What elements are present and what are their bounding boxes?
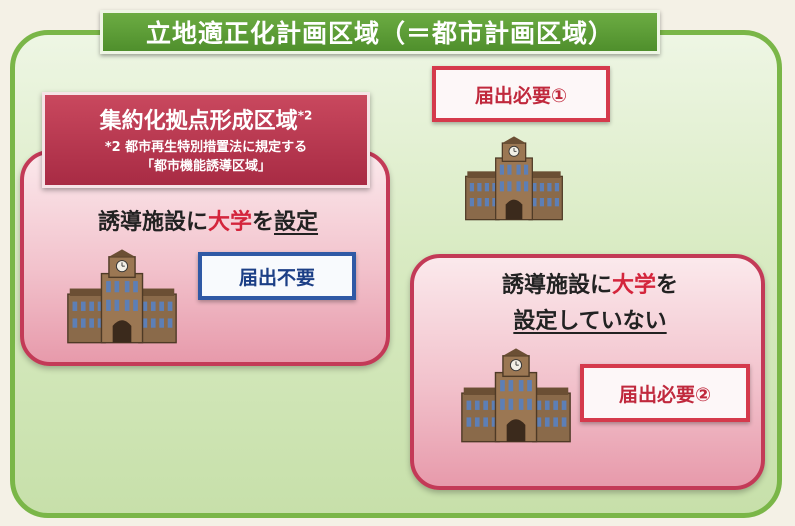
zone-header-title: 集約化拠点形成区域*2 [99,108,313,134]
notification-required-2-tag: 届出必要② [580,364,750,422]
zone-header-note: *2 都市再生特別措置法に規定する 「都市機能誘導区域」 [45,138,367,176]
highlight-university: 大学 [611,273,656,298]
zone-header-note-line1: *2 都市再生特別措置法に規定する [104,140,308,155]
not-set-caption: 誘導施設に大学を 設定していない [420,268,760,340]
zone-header: 集約化拠点形成区域*2 *2 都市再生特別措置法に規定する 「都市機能誘導区域」 [42,92,370,188]
zone-header-footnote-mark: *2 [297,108,313,123]
highlight-university: 大学 [207,210,252,235]
university-building-icon [460,345,572,445]
university-building-icon [66,248,178,344]
not-set-caption-line2: 設定していない [513,309,667,334]
notification-required-1-tag: 届出必要① [432,66,610,122]
inside-zone-caption: 誘導施設に大学を設定 [97,210,319,235]
not-set-caption-line1: 誘導施設に大学を [501,273,679,298]
notification-not-required-tag: 届出不要 [198,252,356,300]
plan-area-title: 立地適正化計画区域（＝都市計画区域） [100,10,660,54]
university-building-icon [464,128,564,228]
zone-header-note-line2: 「都市機能誘導区域」 [140,159,271,174]
